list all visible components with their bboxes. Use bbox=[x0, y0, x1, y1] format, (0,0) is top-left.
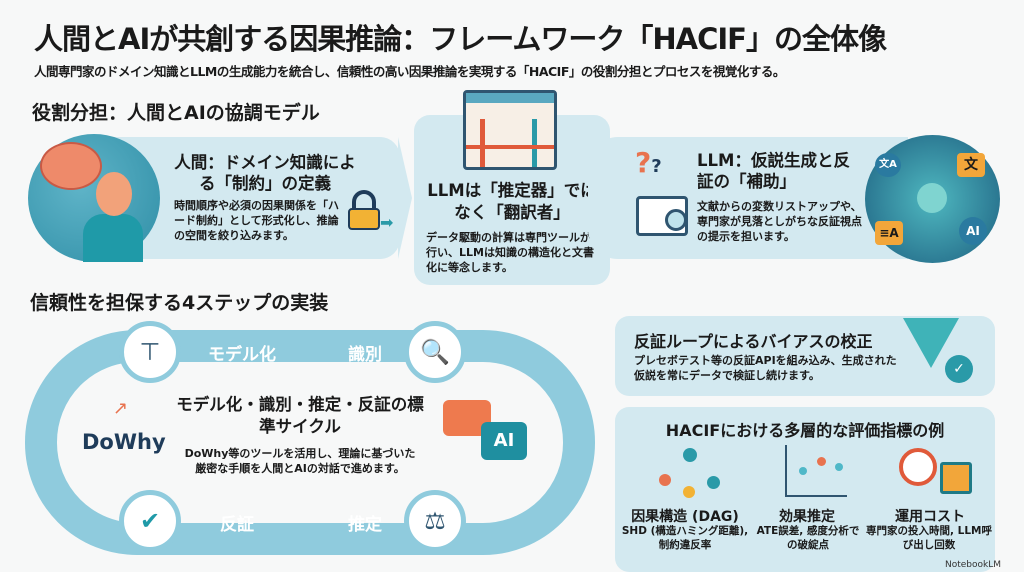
metric-title-dag: 因果構造 (DAG) bbox=[631, 509, 739, 525]
cycle-title: モデル化・識別・推定・反証の標準サイクル bbox=[176, 395, 424, 436]
question-marks-icon: ?? bbox=[635, 146, 662, 179]
notebooklm-watermark: NotebookLM bbox=[945, 560, 1002, 570]
error-bar-chart-icon bbox=[785, 445, 847, 497]
metric-body-cost: 専門家の投入時間, LLM呼び出し回数 bbox=[866, 525, 992, 551]
translator-title: LLMは「推定器」ではなく「翻訳者」 bbox=[427, 181, 597, 222]
book-magnifier-icon bbox=[636, 196, 688, 236]
magnifier-icon: 🔍 bbox=[404, 321, 466, 383]
step-label-refutation: 反証 bbox=[220, 515, 254, 535]
chip-icon bbox=[940, 462, 972, 494]
bias-body: プレセボテスト等の反証APIを組み込み、生成された仮説を常にデータで検証し続けま… bbox=[634, 354, 897, 382]
ai-badge: AI bbox=[959, 217, 987, 245]
roles-heading: 役割分担：人間とAIの協調モデル bbox=[32, 102, 320, 124]
clock-icon bbox=[899, 448, 937, 486]
ai-chat-badge: AI bbox=[481, 422, 527, 460]
dowhy-logo: DoWhy bbox=[82, 430, 166, 454]
page-title: 人間とAIが共創する因果推論：フレームワーク「HACIF」の全体像 bbox=[34, 22, 887, 56]
person-body bbox=[83, 214, 143, 262]
shield-check-icon: ✔ bbox=[119, 490, 181, 552]
metric-title-cost: 運用コスト bbox=[895, 509, 965, 525]
step-label-estimation: 推定 bbox=[348, 515, 382, 535]
metrics-card bbox=[615, 407, 995, 572]
person-head bbox=[96, 172, 132, 216]
dag-icon bbox=[655, 448, 725, 500]
llm-body: 文献からの変数リストアップや、専門家が見落としがちな反証視点の提示を担います。 bbox=[697, 200, 862, 243]
check-circle-icon: ✓ bbox=[945, 355, 973, 383]
metric-body-dag: SHD (構造ハミング距離), 制約違反率 bbox=[621, 525, 749, 551]
metrics-title: HACIFにおける多層的な評価指標の例 bbox=[665, 421, 945, 440]
neural-network-illustration: 文A 文 ≡A AI bbox=[865, 135, 1000, 263]
metric-body-effect: ATE誤差, 感度分析での破綻点 bbox=[756, 525, 860, 551]
llm-title: LLM：仮説生成と反証の「補助」 bbox=[697, 151, 850, 191]
page-subtitle: 人間専門家のドメイン知識とLLMの生成能力を統合し、信頼性の高い因果推論を実現す… bbox=[34, 64, 785, 79]
bun-badge: 文 bbox=[957, 153, 985, 177]
scales-icon: ⚖ bbox=[404, 490, 466, 552]
arrow-point bbox=[398, 137, 412, 259]
human-title: 人間：ドメイン知識による「制約」の定義 bbox=[174, 153, 356, 193]
step-label-identification: 識別 bbox=[348, 345, 382, 365]
text-a-badge: ≡A bbox=[875, 221, 903, 245]
steps-heading: 信頼性を担保する4ステップの実装 bbox=[30, 292, 329, 314]
thinking-person-illustration bbox=[28, 134, 160, 262]
step-label-modeling: モデル化 bbox=[208, 345, 276, 365]
cycle-body: DoWhy等のツールを活用し、理論に基づいた厳密な手順を人間とAIの対話で進めま… bbox=[184, 447, 416, 475]
brain-icon bbox=[40, 142, 102, 190]
translate-badge: 文A bbox=[875, 153, 901, 177]
metric-title-effect: 効果推定 bbox=[779, 509, 835, 525]
bias-title: 反証ループによるバイアスの校正 bbox=[634, 332, 873, 351]
bridge-window-icon bbox=[463, 90, 557, 170]
hierarchy-icon: ⊤ bbox=[119, 321, 181, 383]
translator-body: データ駆動の計算は専門ツールが行い、LLMは知識の構造化と文書化に等念します。 bbox=[426, 231, 594, 274]
human-body: 時間順序や必須の因果関係を「ハード制約」として形式化し、推論の空間を絞り込みます… bbox=[174, 199, 339, 242]
dowhy-graph-icon: ↗ bbox=[113, 398, 129, 419]
lock-icon: ➡ bbox=[346, 190, 396, 232]
